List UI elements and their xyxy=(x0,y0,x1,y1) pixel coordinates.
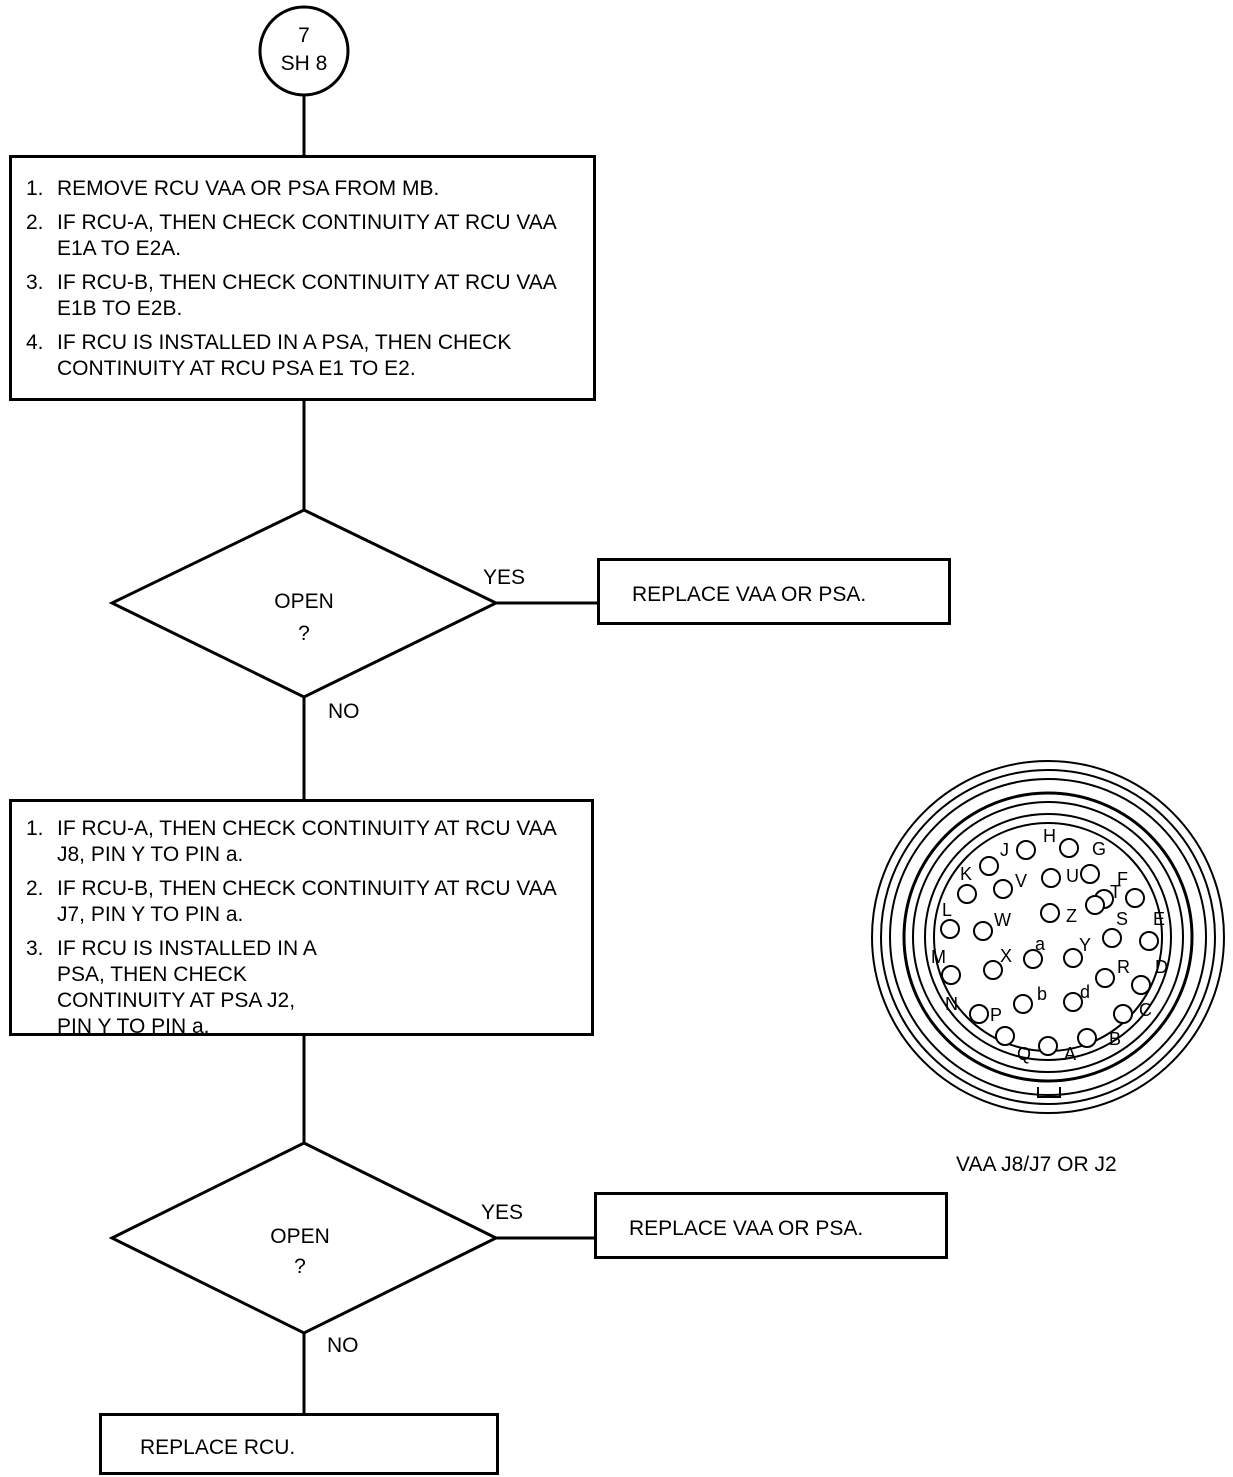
step-number: 3. xyxy=(26,271,44,294)
pin-label: P xyxy=(990,1005,1003,1025)
decision-2-no-label: NO xyxy=(327,1334,359,1357)
step-text: IF RCU-A, THEN CHECK CONTINUITY AT RCU V… xyxy=(57,211,556,260)
procedure-step: 2. IF RCU-B, THEN CHECK CONTINUITY AT RCU… xyxy=(12,876,581,928)
pin-label: V xyxy=(1015,871,1028,891)
step-text: IF RCU-B, THEN CHECK CONTINUITY AT RCU V… xyxy=(57,877,556,926)
decision-2-question: OPEN xyxy=(270,1225,330,1248)
procedure-step: 3. IF RCU-B, THEN CHECK CONTINUITY AT RCU… xyxy=(12,270,583,322)
decision-1-question: OPEN xyxy=(274,590,334,613)
pin-label: C xyxy=(1139,1000,1152,1020)
pin-label: Y xyxy=(1079,935,1092,955)
step-text: IF RCU IS INSTALLED IN A PSA, THEN CHECK… xyxy=(57,331,512,380)
connector-caption: VAA J8/J7 OR J2 xyxy=(956,1153,1117,1176)
pin-label: H xyxy=(1043,826,1056,846)
procedure-step: 1. REMOVE RCU VAA OR PSA FROM MB. xyxy=(12,176,583,202)
step-number: 4. xyxy=(26,331,44,354)
pin-label: S xyxy=(1116,909,1129,929)
procedure-step: 3. IF RCU IS INSTALLED IN A PSA, THEN CHE… xyxy=(12,936,581,1040)
final-action-text: REPLACE RCU. xyxy=(140,1436,296,1459)
procedure-step: 4. IF RCU IS INSTALLED IN A PSA, THEN CHE… xyxy=(12,330,583,382)
procedure-step: 2. IF RCU-A, THEN CHECK CONTINUITY AT RCU… xyxy=(12,210,583,262)
step-number: 1. xyxy=(26,817,44,840)
decision-diamond-2 xyxy=(108,1141,500,1335)
pin-label: A xyxy=(1064,1044,1077,1064)
step-text: IF RCU IS INSTALLED IN A PSA, THEN CHECK… xyxy=(57,937,316,1038)
action-1-text: REPLACE VAA OR PSA. xyxy=(632,583,867,606)
step-text: REMOVE RCU VAA OR PSA FROM MB. xyxy=(57,177,440,200)
pin-label: X xyxy=(1000,946,1013,966)
procedure-list-1: 1. REMOVE RCU VAA OR PSA FROM MB. 2. IF RC… xyxy=(12,176,583,382)
step-number: 1. xyxy=(26,177,44,200)
pin-label: N xyxy=(945,994,958,1014)
decision-1-no-label: NO xyxy=(328,700,360,723)
action-box-2: REPLACE VAA OR PSA. xyxy=(594,1192,948,1259)
decision-1-question-mark: ? xyxy=(298,622,310,645)
decision-2-question-mark: ? xyxy=(294,1255,306,1278)
pin-label: E xyxy=(1153,909,1166,929)
step-text: IF RCU-B, THEN CHECK CONTINUITY AT RCU V… xyxy=(57,271,556,320)
pin-label: B xyxy=(1109,1029,1122,1049)
pin-label: d xyxy=(1080,982,1091,1002)
decision-1-yes-label: YES xyxy=(483,566,526,589)
pin-label: U xyxy=(1066,866,1079,886)
pin-label: F xyxy=(1117,869,1128,889)
connector-pins xyxy=(940,838,1159,1056)
step-number: 3. xyxy=(26,937,44,960)
procedure-box-1: 1. REMOVE RCU VAA OR PSA FROM MB. 2. IF RC… xyxy=(9,155,596,401)
pin-label: K xyxy=(960,864,973,884)
final-action-box: REPLACE RCU. xyxy=(99,1413,499,1475)
pin-label: M xyxy=(931,947,946,967)
pin-label: Z xyxy=(1066,906,1077,926)
pin-label: J xyxy=(1000,840,1009,860)
procedure-box-2: 1. IF RCU-A, THEN CHECK CONTINUITY AT RCU… xyxy=(9,799,594,1038)
pin-label: a xyxy=(1035,934,1046,954)
step-text: IF RCU-A, THEN CHECK CONTINUITY AT RCU V… xyxy=(57,817,556,866)
pin-label: T xyxy=(1110,882,1121,902)
pin-label: b xyxy=(1037,984,1048,1004)
decision-diamond-1 xyxy=(108,508,500,699)
pin-label: R xyxy=(1117,957,1130,977)
procedure-list-2: 1. IF RCU-A, THEN CHECK CONTINUITY AT RCU… xyxy=(12,816,581,1040)
connector-face-drawing xyxy=(871,760,1225,1114)
pin-label: G xyxy=(1092,839,1107,859)
step-number: 2. xyxy=(26,877,44,900)
procedure-step: 1. IF RCU-A, THEN CHECK CONTINUITY AT RCU… xyxy=(12,816,581,868)
pin-label: Q xyxy=(1017,1044,1032,1064)
action-box-1: REPLACE VAA OR PSA. xyxy=(597,558,951,625)
pin-label: L xyxy=(942,900,953,920)
step-number: 2. xyxy=(26,211,44,234)
connector-sheet: SH 8 xyxy=(280,52,328,75)
action-2-text: REPLACE VAA OR PSA. xyxy=(629,1217,864,1240)
decision-2-yes-label: YES xyxy=(481,1201,524,1224)
connector-number: 7 xyxy=(298,24,310,47)
pin-label: W xyxy=(994,910,1011,930)
pin-label: D xyxy=(1155,957,1168,977)
